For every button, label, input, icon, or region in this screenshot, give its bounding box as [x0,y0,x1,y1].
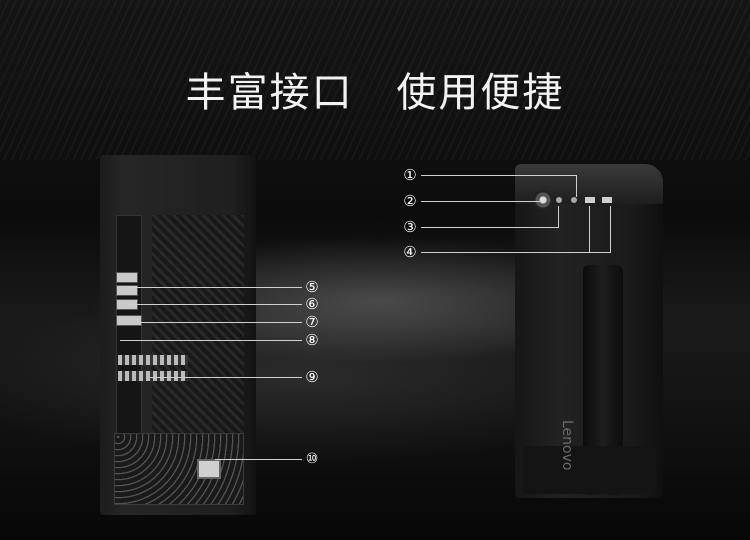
leader-line [610,206,611,252]
power-socket-icon [197,459,221,479]
leader-line [138,322,302,323]
callout-9: ⑨ [305,368,319,386]
callout-6: ⑥ [305,295,319,313]
brand-logo: Lenovo [559,420,575,471]
headline: 丰富接口 使用便捷 [0,60,750,118]
leader-line [421,227,559,228]
rear-usb-port [116,272,138,283]
rear-lan-port [116,315,142,326]
leader-line [558,206,559,228]
pcie-slot [118,355,188,365]
rear-io-panel [116,215,142,447]
callout-10: ⑩ [305,451,319,467]
headline-part-2: 使用便捷 [396,70,565,116]
leader-line [150,377,302,378]
callout-3: ③ [403,218,417,236]
front-base [523,446,655,494]
headline-part-1: 丰富接口 [185,70,354,116]
callout-8: ⑧ [305,331,319,349]
rear-usb-port [116,285,138,296]
tower-rear-view [100,155,256,515]
leader-line [589,206,590,252]
audio-jack [571,197,577,203]
power-button-icon [533,190,553,210]
tower-front-view: Lenovo [515,164,663,498]
leader-line [421,201,541,202]
callout-1: ① [403,166,417,184]
background-texture [0,0,750,160]
leader-line [215,459,302,460]
leader-line [421,252,611,253]
callout-4: ④ [403,243,417,261]
leader-line [576,175,577,197]
power-supply-unit [114,433,244,505]
indicator-light [556,197,562,203]
front-usb-port [585,197,595,203]
pcie-slot [118,371,188,381]
callout-5: ⑤ [305,278,319,296]
leader-line [421,175,577,176]
leader-line [130,287,302,288]
front-usb-port [602,197,612,203]
callout-2: ② [403,192,417,210]
callout-7: ⑦ [305,313,319,331]
leader-line [120,340,302,341]
leader-line [130,304,302,305]
